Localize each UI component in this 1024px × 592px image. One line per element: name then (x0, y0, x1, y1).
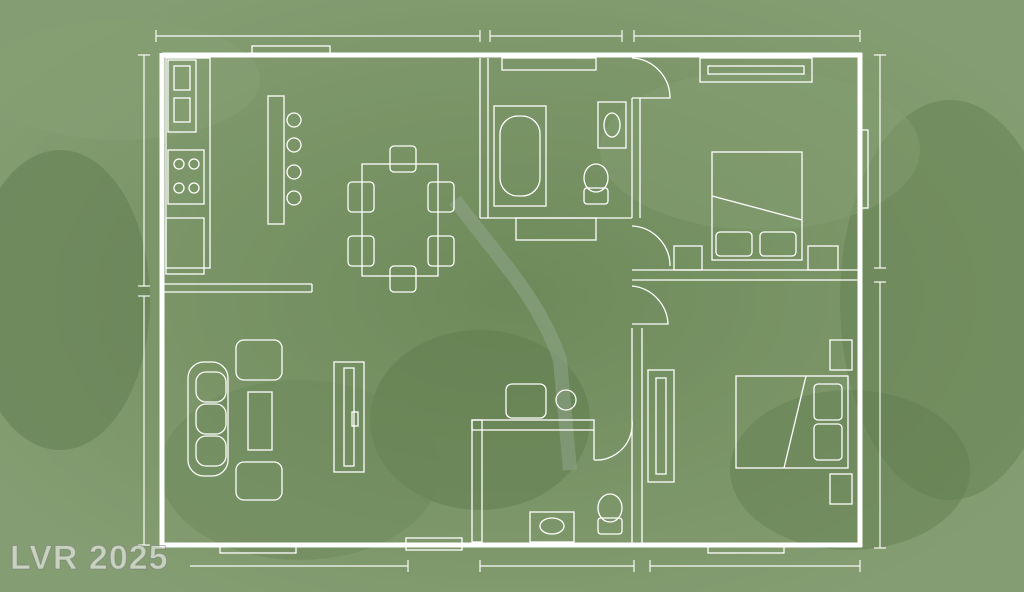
bedroom-1 (673, 57, 839, 271)
watermark-text: LVR 2025 (10, 539, 169, 578)
living-room (187, 339, 365, 501)
dimension-lines (138, 30, 886, 572)
bathroom-top (493, 57, 627, 241)
kitchen (165, 57, 302, 275)
exterior-walls (159, 52, 863, 548)
office-bath (471, 383, 633, 543)
dining-set (347, 145, 455, 293)
bedroom-2 (647, 339, 853, 505)
windows (219, 45, 869, 554)
